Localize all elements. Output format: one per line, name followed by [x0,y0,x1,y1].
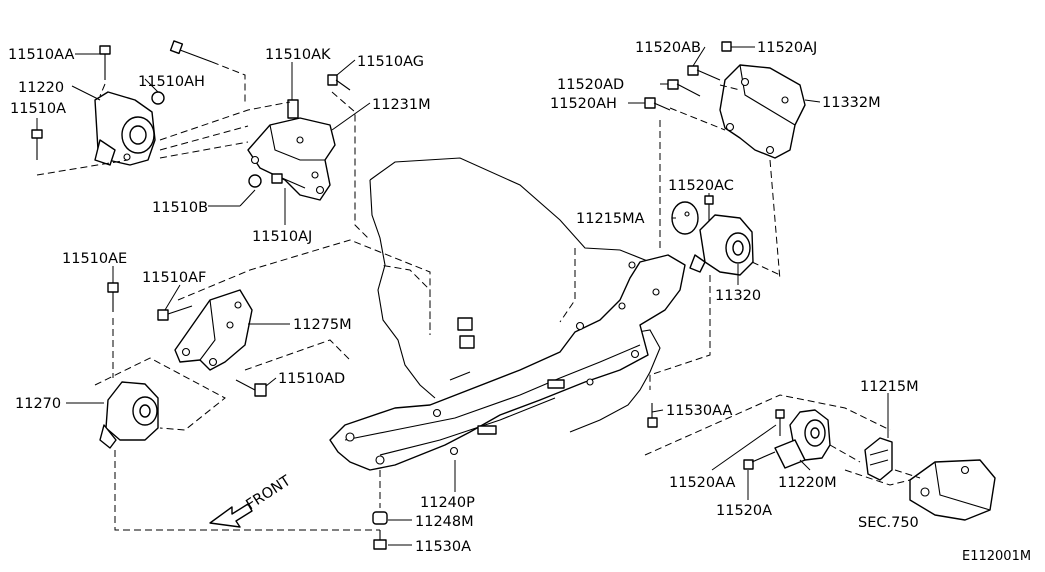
label-11332M: 11332M [822,95,881,111]
label-11510AJ: 11510AJ [252,229,312,245]
label-11220: 11220 [18,80,64,96]
front-label: FRONT [243,473,293,513]
bolt-11510AH [169,40,213,63]
mount-insulator-11220M [774,409,831,469]
bracket-sec-750 [909,459,996,521]
bracket-11215M [864,437,893,481]
bolt-11520AB [687,65,721,81]
label-11520AB: 11520AB [635,40,701,56]
bolt-11510AG [327,74,351,91]
bracket-11332M [719,64,806,159]
label-sec-750: SEC.750 [858,515,919,531]
label-11530A: 11530A [415,539,471,555]
label-11231M: 11231M [372,97,431,113]
label-11520AJ: 11520AJ [757,40,817,56]
washer-11215MA [671,201,699,235]
bolt-11520AJ [721,41,732,52]
bolt-11530A [373,530,387,550]
label-11240P: 11240P [420,495,475,511]
bolt-11520AD [667,79,701,97]
bolt-11520AA [775,409,785,436]
mount-insulator-11320 [689,214,754,276]
leader-lines [36,46,889,546]
label-11215M: 11215M [860,379,919,395]
label-11510B: 11510B [152,200,208,216]
label-11510AE: 11510AE [62,251,127,267]
label-11520AH: 11520AH [550,96,617,112]
crossmember-11240P [329,254,686,471]
bolt-11510AA [99,45,111,80]
bracket-11275M [174,289,253,371]
label-11510AG: 11510AG [357,54,424,70]
bolt-11510A [31,129,43,160]
label-11270: 11270 [15,396,61,412]
label-11275M: 11275M [293,317,352,333]
label-11530AA: 11530AA [666,403,732,419]
label-11320: 11320 [715,288,761,304]
label-11510AF: 11510AF [142,270,206,286]
nut-11510B [248,174,262,188]
label-11510A: 11510A [10,101,66,117]
front-arrow-icon [209,503,253,528]
label-11510AD: 11510AD [278,371,345,387]
diagram-code: E112001M [962,549,1031,564]
label-11520A: 11520A [716,503,772,519]
stud-11510AK [287,99,299,119]
spacer-11248M [372,511,388,525]
mount-insulator-11220 [94,91,165,166]
bolt-11510AJ [271,173,306,189]
bolt-11510AD [235,379,267,397]
label-11520AA: 11520AA [669,475,735,491]
bracket-11231M [247,117,336,201]
label-11510AH: 11510AH [138,74,205,90]
label-11215MA: 11215MA [576,211,645,227]
bolt-11510AF [157,305,193,321]
label-11510AK: 11510AK [265,47,331,63]
label-11520AD: 11520AD [557,77,624,93]
label-11510AA: 11510AA [8,47,74,63]
engine-block-outline [369,157,669,433]
label-11520AC: 11520AC [668,178,734,194]
bolt-11520A [743,451,776,470]
bolt-11520AH [644,97,671,111]
bolt-11510AE [107,282,119,312]
label-11248M: 11248M [415,514,474,530]
mount-insulator-11270 [99,381,159,449]
bolt-11530AA [647,403,658,428]
label-11220M: 11220M [778,475,837,491]
